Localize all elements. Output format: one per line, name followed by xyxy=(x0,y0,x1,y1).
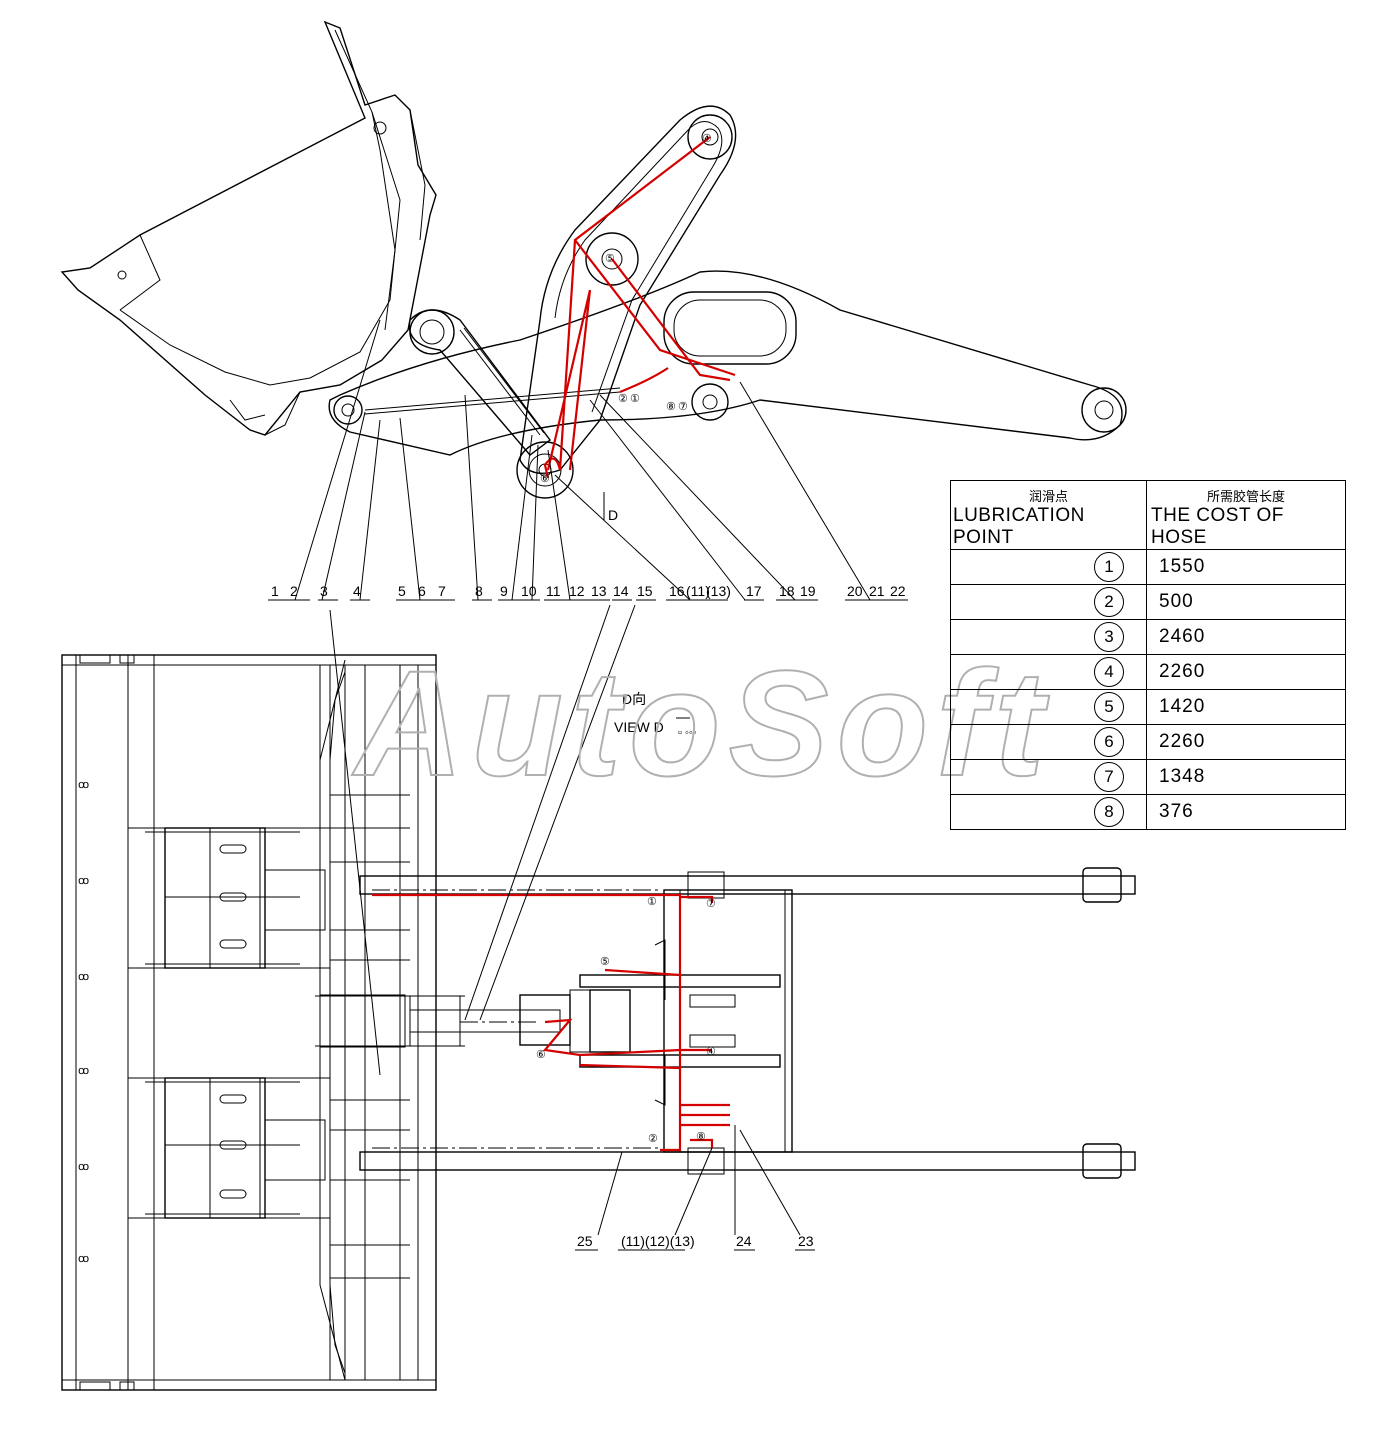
hose-length: 2460 xyxy=(1146,619,1346,655)
svg-text:ꝏ: ꝏ xyxy=(78,971,89,983)
table-header-point-cn: 润滑点 xyxy=(950,480,1147,505)
callout-6: 6 xyxy=(418,583,426,599)
lubrication-table: 润滑点 所需胶管长度 LUBRICATION POINT THE COST OF… xyxy=(950,480,1346,830)
table-row: 5 1420 xyxy=(950,689,1346,725)
bucket-hinges-plan xyxy=(145,827,326,1219)
lube-point-number: 5 xyxy=(1094,692,1124,722)
lube-point-number: 1 xyxy=(1094,552,1124,582)
view-d-label-cn: D向 xyxy=(622,691,646,707)
callout-16: 16 xyxy=(669,583,685,599)
hose-length: 1420 xyxy=(1146,689,1346,725)
table-row: 1 1550 xyxy=(950,549,1346,585)
lube-marker-6-side: ⑥ xyxy=(540,473,550,485)
callout-16-13: (13) xyxy=(706,583,731,599)
callout-11-12-13: (11)(12)(13) xyxy=(621,1233,695,1249)
svg-text:ꝏ: ꝏ xyxy=(78,1161,89,1173)
watermark: AutoSoft xyxy=(351,639,1052,807)
lube-point-number: 6 xyxy=(1094,727,1124,757)
lube-marker-7-plan-top: ⑦ xyxy=(706,898,716,910)
callout-8: 8 xyxy=(475,583,483,599)
view-d-label-en: VIEW D xyxy=(614,719,664,735)
table-header-hose-cn: 所需胶管长度 xyxy=(1146,480,1346,505)
bucket-plan: ꝏ ꝏ ꝏ ꝏ ꝏ ꝏ xyxy=(61,654,437,1391)
table-row: 2 500 xyxy=(950,584,1346,620)
callout-1: 1 xyxy=(271,583,279,599)
callout-16-11: (11) xyxy=(686,583,710,599)
lube-marker-1-plan: ① xyxy=(647,896,657,908)
table-header-point-en: LUBRICATION POINT xyxy=(950,505,1147,550)
callouts-top: 1 2 3 4 5 6 7 8 9 10 11 12 13 14 15 16 (… xyxy=(268,583,908,601)
table-row: 3 2460 xyxy=(950,619,1346,655)
callout-15: 15 xyxy=(637,583,653,599)
bucket-side xyxy=(60,20,437,436)
callout-12: 12 xyxy=(569,583,585,599)
lube-point-number: 7 xyxy=(1094,762,1124,792)
callout-10: 10 xyxy=(521,583,537,599)
leader-lines-bottom xyxy=(329,604,801,1236)
hose-routing-side xyxy=(543,136,736,479)
boom-arm-side xyxy=(328,270,1127,456)
callout-2: 2 xyxy=(290,583,298,599)
lube-marker-1-side: ① xyxy=(630,393,640,405)
leader-lines-top xyxy=(294,319,871,601)
lube-point-number: 3 xyxy=(1094,622,1124,652)
callout-11: 11 xyxy=(546,583,561,599)
callout-4: 4 xyxy=(353,583,361,599)
lube-point-number: 8 xyxy=(1094,797,1124,827)
callouts-bottom: 25 (11)(12)(13) 24 23 xyxy=(575,1233,815,1251)
table-header-hose-en: THE COST OF HOSE xyxy=(1146,505,1346,550)
side-view: ④ ⑤ ⑥ ② ① ⑧ ⑦ D 1 2 3 4 xyxy=(60,20,1127,601)
callout-23: 23 xyxy=(798,1233,814,1249)
table-row: 4 2260 xyxy=(950,654,1346,690)
callout-17: 17 xyxy=(746,583,762,599)
svg-text:ꝏ: ꝏ xyxy=(78,875,89,887)
hose-length: 1550 xyxy=(1146,549,1346,585)
plan-view: D向 VIEW D ▫ ◦◦◦ ꝏ ꝏ ꝏ ꝏ ꝏ ꝏ xyxy=(61,604,1136,1391)
callout-13: 13 xyxy=(591,583,607,599)
callout-19: 19 xyxy=(800,583,816,599)
table-row: 7 1348 xyxy=(950,759,1346,795)
svg-text:ꝏ: ꝏ xyxy=(78,779,89,791)
callout-7: 7 xyxy=(438,583,446,599)
svg-text:ꝏ: ꝏ xyxy=(78,1253,89,1265)
lube-point-number: 2 xyxy=(1094,587,1124,617)
lube-marker-2-side: ② xyxy=(618,393,628,405)
tilt-link-side xyxy=(408,309,551,456)
callout-20: 20 xyxy=(847,583,863,599)
hose-length: 500 xyxy=(1146,584,1346,620)
lube-marker-2-plan: ② xyxy=(648,1133,658,1145)
callout-18: 18 xyxy=(779,583,795,599)
table-row: 6 2260 xyxy=(950,724,1346,760)
svg-text:▫ ◦◦◦: ▫ ◦◦◦ xyxy=(678,727,697,739)
callout-24: 24 xyxy=(736,1233,752,1249)
hose-length: 2260 xyxy=(1146,724,1346,760)
table-row: 8 376 xyxy=(950,794,1346,830)
callout-3: 3 xyxy=(320,583,328,599)
callout-9: 9 xyxy=(500,583,508,599)
lube-point-number: 4 xyxy=(1094,657,1124,687)
hose-length: 2260 xyxy=(1146,654,1346,690)
view-d-mark: D xyxy=(608,507,618,523)
lube-marker-5-plan: ⑤ xyxy=(600,956,610,968)
lube-marker-8-plan: ⑧ xyxy=(696,1131,706,1143)
callout-5: 5 xyxy=(398,583,406,599)
lube-marker-7-side: ⑦ xyxy=(678,401,688,413)
hose-routing-plan xyxy=(372,893,730,1152)
callout-14: 14 xyxy=(613,583,629,599)
lube-marker-4-plan: ④ xyxy=(706,1046,716,1058)
lube-marker-4-side: ④ xyxy=(702,133,712,145)
svg-text:ꝏ: ꝏ xyxy=(78,1065,89,1077)
lube-marker-6-plan: ⑥ xyxy=(536,1049,546,1061)
lube-marker-5-side: ⑤ xyxy=(605,253,615,265)
hose-length: 1348 xyxy=(1146,759,1346,795)
callout-22: 22 xyxy=(890,583,906,599)
lube-marker-8-side: ⑧ xyxy=(666,401,676,413)
hose-length: 376 xyxy=(1146,794,1346,830)
callout-25: 25 xyxy=(577,1233,593,1249)
callout-21: 21 xyxy=(869,583,885,599)
boom-arms-plan xyxy=(359,867,1136,1179)
